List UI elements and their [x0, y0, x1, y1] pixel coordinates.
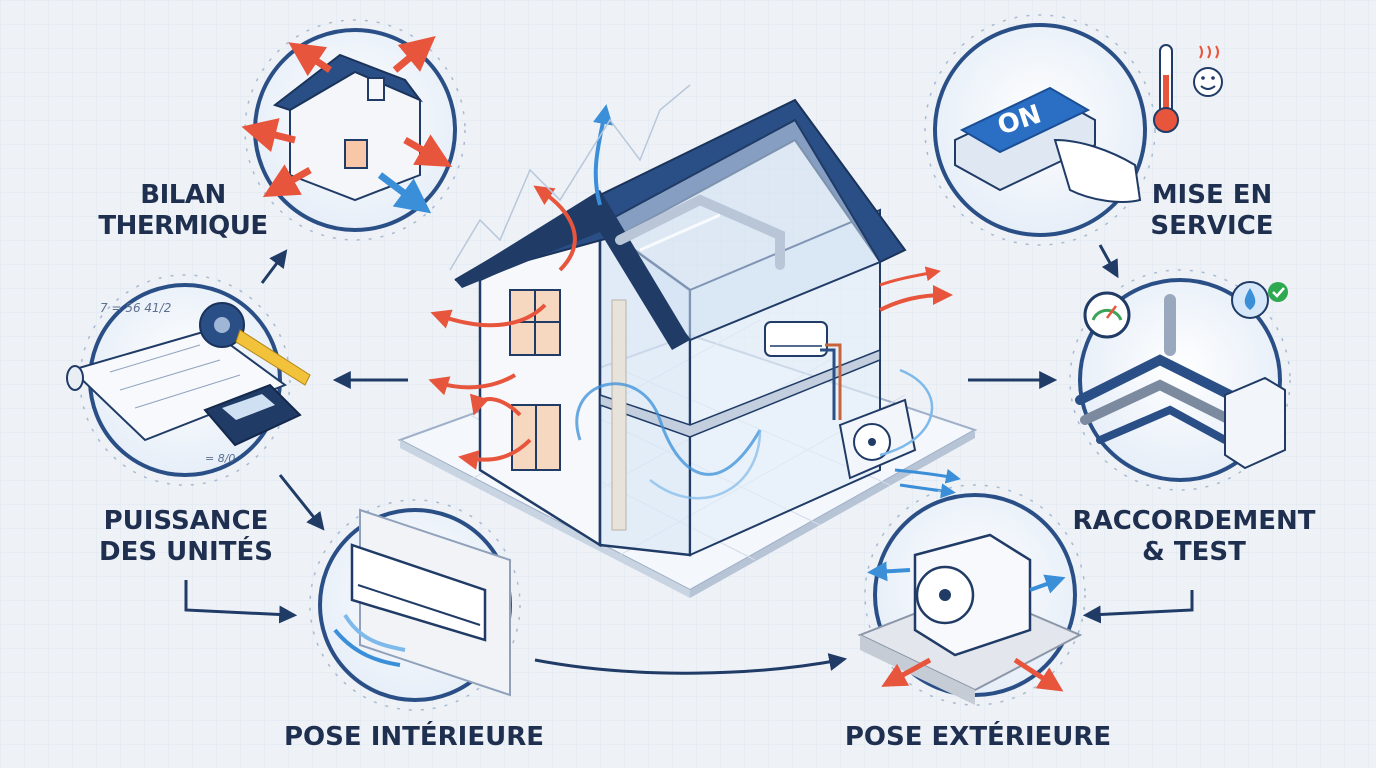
step-pose-exterieure-label: POSE EXTÉRIEURE — [845, 720, 1111, 752]
flow-arrows — [184, 244, 1194, 675]
step-puissance-icon — [66, 274, 311, 486]
house-cutaway — [397, 84, 978, 598]
step-raccordement-label-line1: RACCORDEMENT — [1073, 506, 1316, 536]
arrow-raccordement-to-exterieure — [1082, 590, 1194, 624]
step-puissance-label-line2: DES UNITÉS — [99, 535, 273, 567]
step-mise-en-service-label-line1: MISE EN — [1152, 180, 1273, 210]
calc-note: = 8/0 — [205, 452, 235, 465]
thermometer-icon — [1153, 44, 1179, 133]
step-pose-interieure-icon — [309, 499, 521, 711]
step-pose-interieure-label: POSE INTÉRIEURE — [284, 720, 544, 752]
step-bilan-icon — [241, 19, 466, 241]
step-pose-exterieure-icon — [857, 484, 1086, 706]
step-mise-en-service-label-line2: SERVICE — [1150, 211, 1273, 241]
arrow-puissance-to-bilan — [260, 249, 288, 284]
step-raccordement-label-line2: & TEST — [1142, 537, 1246, 567]
step-bilan-label-line2: THERMIQUE — [98, 211, 267, 241]
step-bilan-label-line1: BILAN — [140, 180, 225, 210]
arrow-labels-to-pose-interieure — [184, 580, 298, 624]
arrow-puissance-to-pose-interieure — [278, 474, 325, 531]
step-puissance-label-line1: PUISSANCE — [104, 506, 269, 536]
step-mise-en-service-icon — [924, 14, 1156, 246]
step-raccordement-icon — [1069, 269, 1291, 491]
measure-note: 7 = 56 41/2 — [100, 301, 171, 315]
arrow-interieure-to-exterieure — [534, 653, 848, 675]
smiley-icon — [1193, 45, 1223, 97]
arrow-mise-en-service-to-raccordement — [1098, 244, 1119, 279]
